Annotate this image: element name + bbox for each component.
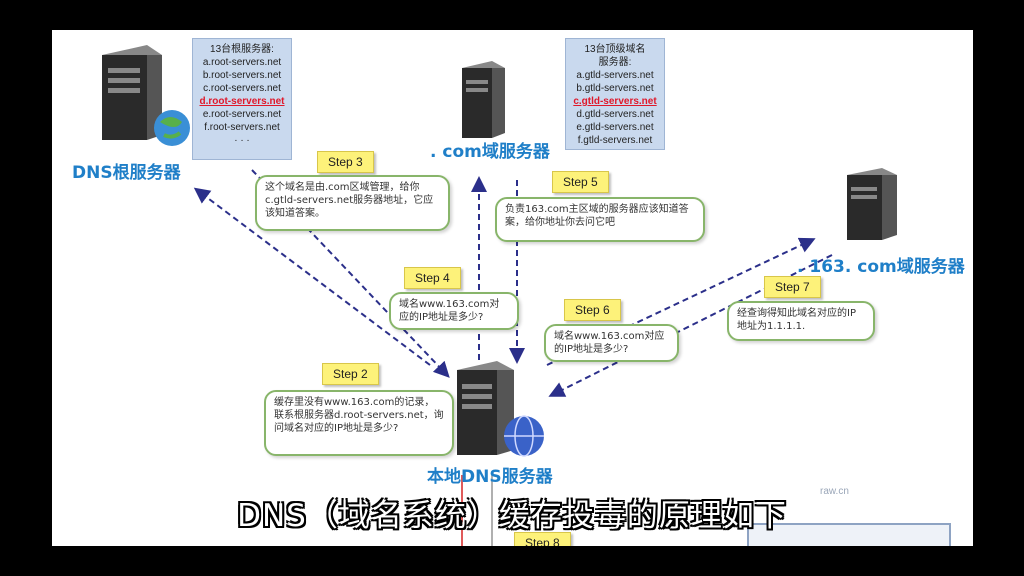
- server-icon: [847, 168, 897, 240]
- server-icon: [102, 45, 190, 146]
- root-list-ellipsis: · · ·: [234, 135, 250, 146]
- gtld-list-item: f.gtld-servers.net: [577, 135, 653, 146]
- step-8-tag: Step 8: [514, 532, 571, 546]
- gtld-list-item: a.gtld-servers.net: [576, 70, 654, 81]
- gtld-list-title-2: 服务器:: [598, 57, 632, 68]
- step-4-bubble: 域名www.163.com对应的IP地址是多少?: [389, 292, 519, 330]
- root-list-title: 13台根服务器:: [210, 44, 274, 55]
- step-2-bubble: 缓存里没有www.163.com的记录，联系根服务器d.root-servers…: [264, 390, 454, 456]
- gtld-list-item: d.gtld-servers.net: [576, 109, 654, 120]
- n163-server-label: . 163. com域服务器: [797, 257, 965, 277]
- gtld-list-item: e.gtld-servers.net: [576, 122, 654, 133]
- root-server: [92, 40, 192, 150]
- root-list-item: e.root-servers.net: [202, 109, 282, 120]
- gtld-list-item-highlight: c.gtld-servers.net: [573, 96, 657, 107]
- root-list-item: f.root-servers.net: [204, 122, 280, 133]
- diagram-canvas: DNS根服务器 13台根服务器: a.root-servers.net b.ro…: [52, 30, 973, 546]
- server-icon: [457, 361, 544, 457]
- root-list-item: c.root-servers.net: [203, 83, 281, 94]
- com-server-label: . com域服务器: [430, 142, 550, 162]
- step-7-tag: Step 7: [764, 276, 821, 298]
- gtld-servers-list: 13台顶级域名 服务器: a.gtld-servers.net b.gtld-s…: [565, 38, 665, 150]
- step-7-bubble: 经查询得知此域名对应的IP地址为1.1.1.1.: [727, 301, 875, 341]
- step-4-tag: Step 4: [404, 267, 461, 289]
- arrow-step6: [546, 237, 816, 366]
- bottom-panel: [747, 523, 951, 546]
- n163-server: [842, 165, 912, 245]
- watermark-text: raw.cn: [820, 486, 849, 497]
- root-list-item: b.root-servers.net: [202, 70, 282, 81]
- server-icon: [462, 61, 505, 138]
- local-dns-label: 本地DNS服务器: [427, 467, 553, 487]
- arrow-step2: [251, 169, 450, 378]
- com-server: [457, 58, 517, 148]
- root-servers-list: 13台根服务器: a.root-servers.net b.root-serve…: [192, 38, 292, 160]
- root-list-item-highlight: d.root-servers.net: [199, 96, 285, 107]
- gtld-list-item: b.gtld-servers.net: [576, 83, 654, 94]
- step-6-tag: Step 6: [564, 299, 621, 321]
- step-5-bubble: 负责163.com主区域的服务器应该知道答案，给你地址你去问它吧: [495, 197, 705, 242]
- globe-icon: [154, 110, 190, 146]
- root-server-label: DNS根服务器: [72, 163, 181, 183]
- root-list-item: a.root-servers.net: [202, 57, 282, 68]
- step-6-bubble: 域名www.163.com对应的IP地址是多少?: [544, 324, 679, 362]
- arrow-step3: [193, 187, 431, 366]
- gtld-list-title: 13台顶级域名: [584, 44, 646, 55]
- step-3-bubble: 这个域名是由.com区域管理，给你c.gtld-servers.net服务器地址…: [255, 175, 450, 231]
- step-2-tag: Step 2: [322, 363, 379, 385]
- video-subtitle: DNS（域名系统）缓存投毒的原理如下: [237, 498, 787, 534]
- local-dns-server: [452, 358, 552, 463]
- step-5-tag: Step 5: [552, 171, 609, 193]
- step-3-tag: Step 3: [317, 151, 374, 173]
